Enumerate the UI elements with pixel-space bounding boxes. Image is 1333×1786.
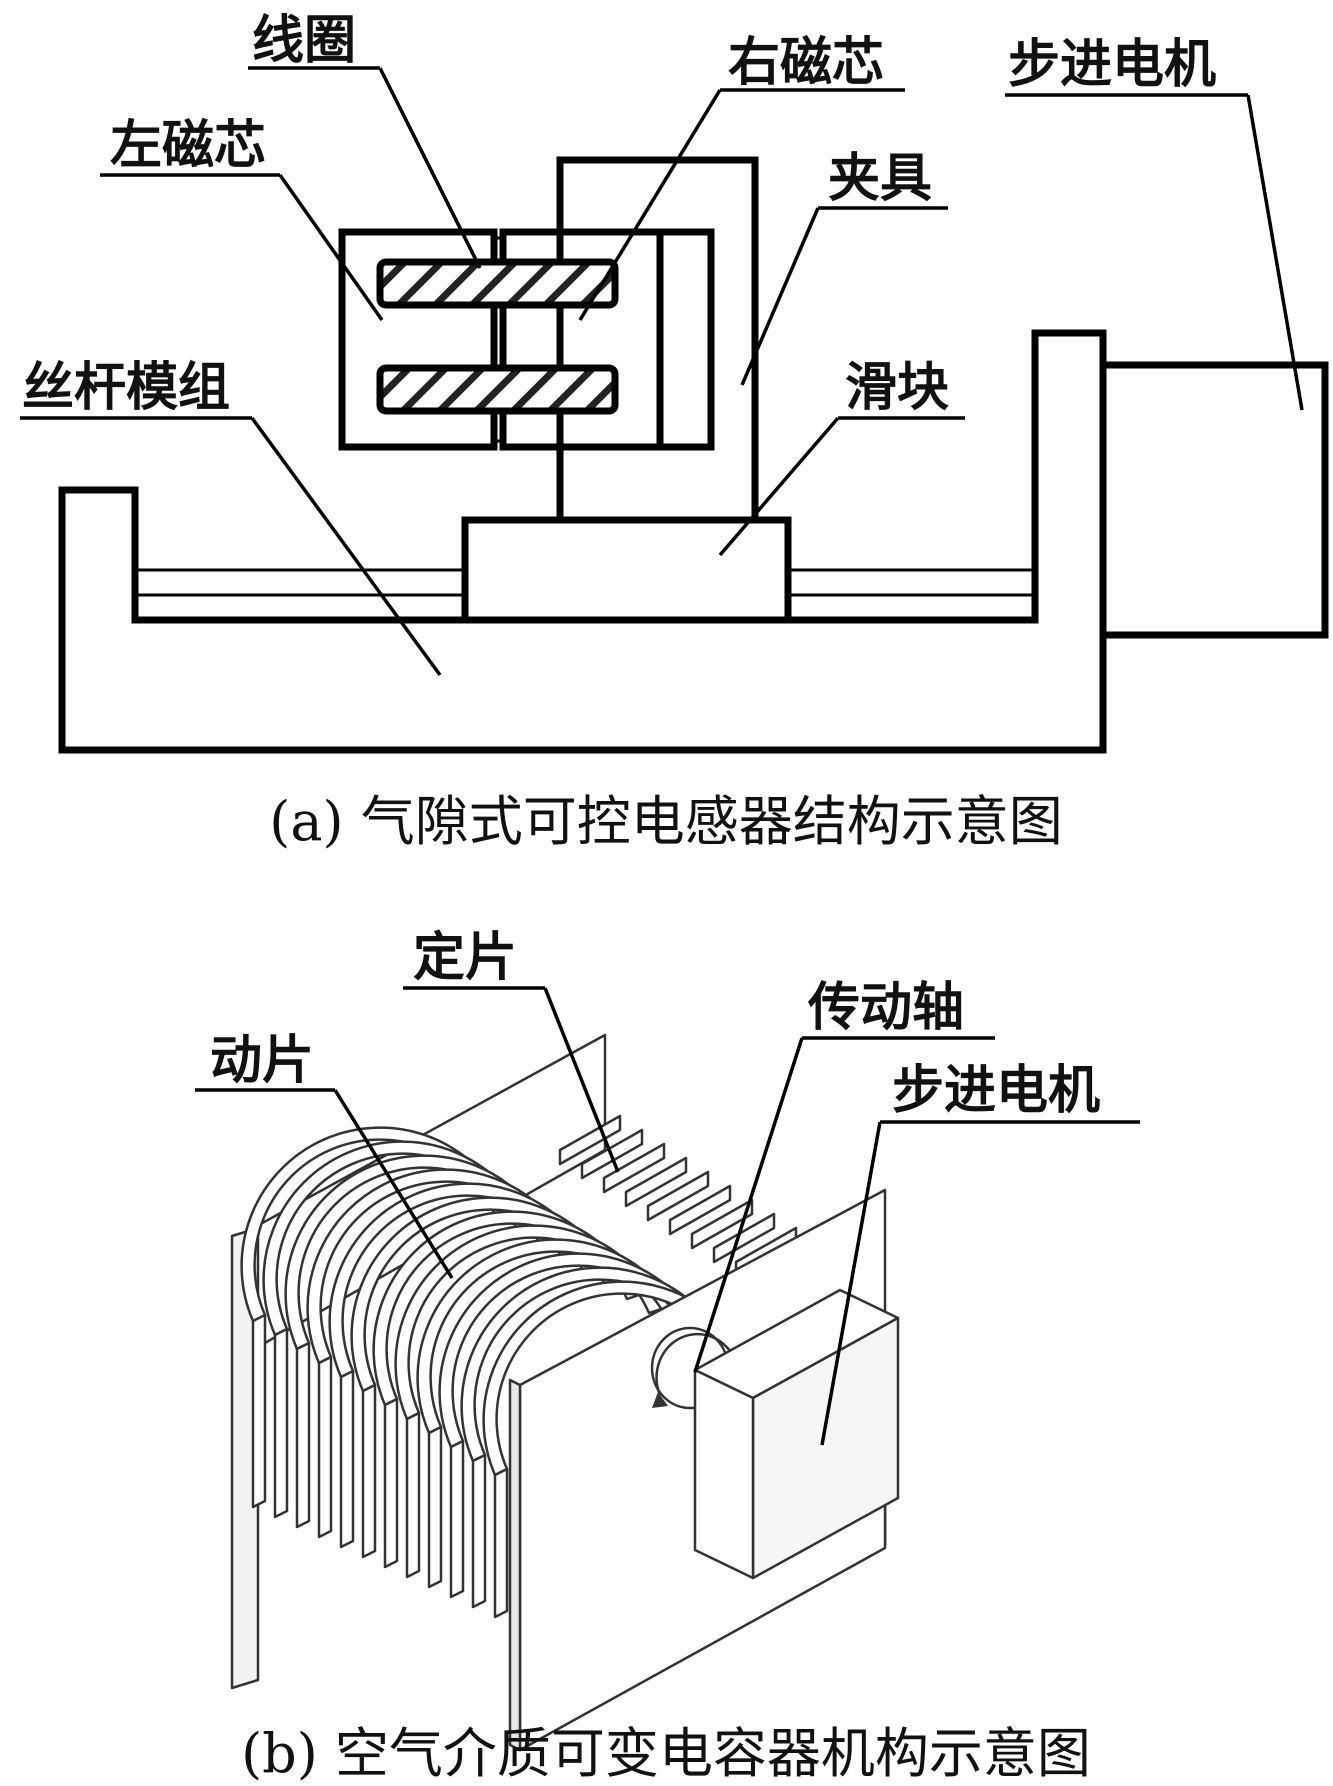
fixed-plate: [646, 1170, 710, 1222]
moving-plate: [306, 1168, 575, 1539]
slider-block: [461, 516, 792, 624]
stepper-motor-a: [1099, 361, 1329, 639]
label-fixture: 夹具: [828, 149, 932, 209]
moving-plate: [284, 1154, 553, 1529]
right-core: [499, 228, 715, 451]
label-stepper-motor-a: 步进电机: [1008, 35, 1216, 95]
leaders-b: [195, 986, 1140, 1446]
leaders-a: [20, 66, 1304, 677]
stepper-motor-b: [693, 1288, 900, 1580]
moving-plate: [394, 1224, 663, 1579]
coil-windings: [376, 258, 619, 415]
lead-screw-module-body: [58, 329, 1107, 754]
caption-a: (a) 气隙式可控电感器结构示意图: [269, 790, 1063, 853]
label-stepper-motor-b: 步进电机: [892, 1061, 1100, 1121]
label-coil: 线圈: [252, 11, 356, 71]
label-fixed-plates: 定片: [413, 928, 517, 988]
fixed-plate: [624, 1156, 688, 1208]
fixed-plate: [602, 1142, 666, 1194]
capacitor-diagram: 定片 动片 传动轴 步进电机 (b) 空气介质可变电容器机构示意图: [195, 928, 1140, 1785]
mounting-plate-edge: [508, 1378, 522, 1752]
fixed-plate: [712, 1212, 776, 1264]
label-right-core: 右磁芯: [728, 33, 884, 93]
fixture: [556, 156, 759, 520]
guide-rails: [135, 568, 1035, 597]
left-core: [338, 228, 498, 451]
fixed-plate: [668, 1184, 732, 1236]
label-left-core: 左磁芯: [110, 116, 266, 176]
label-lead-screw-module: 丝杆模组: [22, 358, 230, 418]
caption-b: (b) 空气介质可变电容器机构示意图: [241, 1722, 1091, 1785]
fixed-plate: [690, 1198, 754, 1250]
label-slider: 滑块: [845, 358, 949, 418]
label-drive-shaft: 传动轴: [807, 978, 964, 1038]
label-moving-plates: 动片: [210, 1031, 314, 1091]
inductor-diagram: 线圈 右磁芯 左磁芯 步进电机 夹具 丝杆模组 滑块 (a) 气隙式可控电感器结…: [20, 11, 1329, 853]
fixed-plates: [558, 1114, 798, 1278]
